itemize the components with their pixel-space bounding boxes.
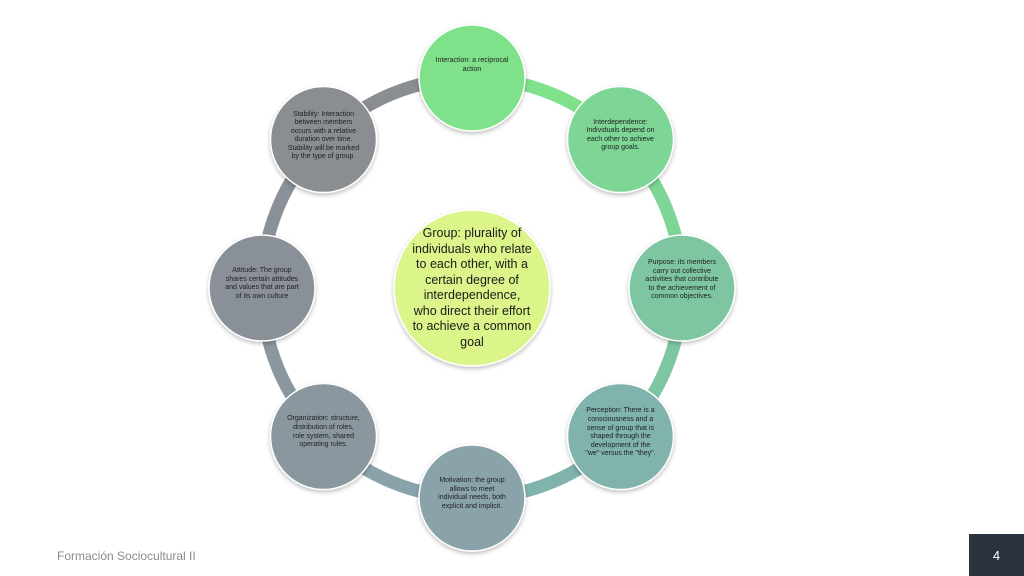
node-circle-perception <box>566 382 675 491</box>
node-label-organization: Organization: structure, distribution of… <box>287 415 360 449</box>
node-circle-stability <box>269 85 378 194</box>
node-circle-attitude <box>208 234 316 342</box>
node-circle-purpose <box>628 234 736 342</box>
node-label-attitude: Attitude: The group shares certain attit… <box>225 267 299 300</box>
node-label-perception: Perception: There is a consciousness and… <box>585 407 656 458</box>
node-circle-interaction <box>418 24 526 132</box>
center-circle <box>393 209 551 367</box>
node-label-interaction: Interaction: a reciprocal action <box>435 57 509 73</box>
node-label-motivation: Motivation: the group allows to meet ind… <box>438 477 506 510</box>
node-circle-motivation <box>418 444 526 552</box>
node-label-purpose: Purpose: its members carry out collectiv… <box>645 259 719 301</box>
node-label-stability: Stability: Interaction between members o… <box>287 110 360 161</box>
center-concept-text: Group: plurality of individuals who rela… <box>412 226 532 349</box>
footer-course-title: Formación Sociocultural II <box>57 549 196 563</box>
node-label-interdependence: Interdependence: Individuals depend on e… <box>586 118 655 152</box>
node-circle-organization <box>269 382 378 491</box>
page-number-badge: 4 <box>969 534 1024 576</box>
node-circles <box>208 24 736 552</box>
page-number: 4 <box>992 547 1001 563</box>
node-circle-interdependence <box>566 85 675 194</box>
